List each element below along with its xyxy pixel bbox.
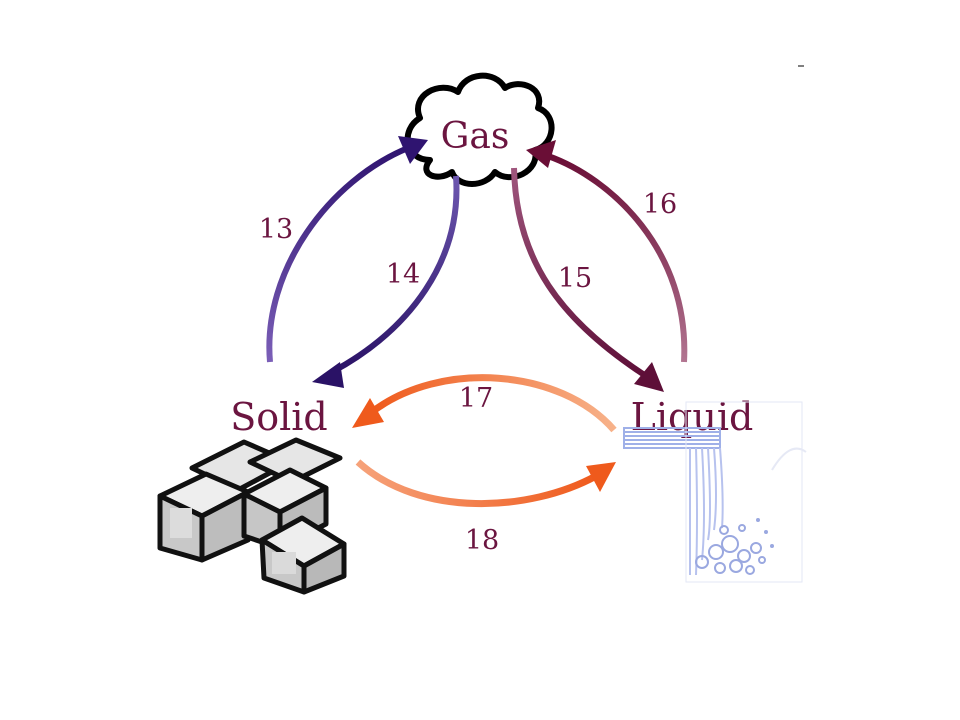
- gas-label: Gas: [441, 116, 510, 157]
- cloud-icon: [404, 72, 555, 187]
- arrow-14: [312, 175, 460, 388]
- label-16: 16: [643, 189, 677, 220]
- arrow-18: [355, 459, 616, 508]
- label-18: 18: [465, 525, 499, 556]
- label-15: 15: [558, 263, 592, 294]
- water-tap-icon: [623, 401, 807, 583]
- arrow-16: [526, 140, 688, 363]
- label-14: 14: [386, 259, 420, 290]
- arrow-17: [352, 374, 617, 433]
- arrow-15: [511, 167, 664, 392]
- label-13: 13: [259, 214, 293, 245]
- ice-cubes-icon: [157, 437, 347, 595]
- arrow-13: [266, 136, 428, 363]
- label-17: 17: [459, 383, 493, 414]
- solid-label: Solid: [230, 395, 328, 439]
